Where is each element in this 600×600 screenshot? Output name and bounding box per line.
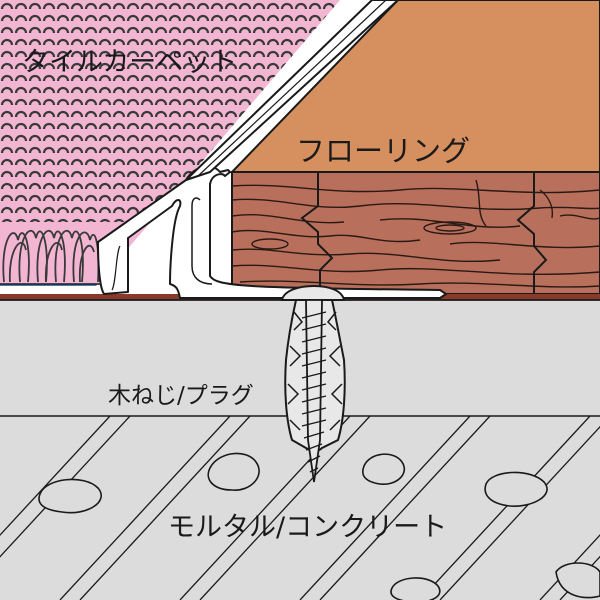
screw-plug: [280, 284, 346, 483]
transition-profile: [97, 0, 447, 299]
flooring-surface: [229, 0, 600, 173]
label-mortar-concrete: モルタル/コンクリート: [168, 512, 448, 543]
label-flooring: フローリング: [296, 134, 471, 168]
wood-board: [231, 171, 600, 295]
label-screw-plug: 木ねじ/プラグ: [108, 383, 254, 409]
label-tile-carpet: タイルカーペット: [22, 47, 238, 78]
